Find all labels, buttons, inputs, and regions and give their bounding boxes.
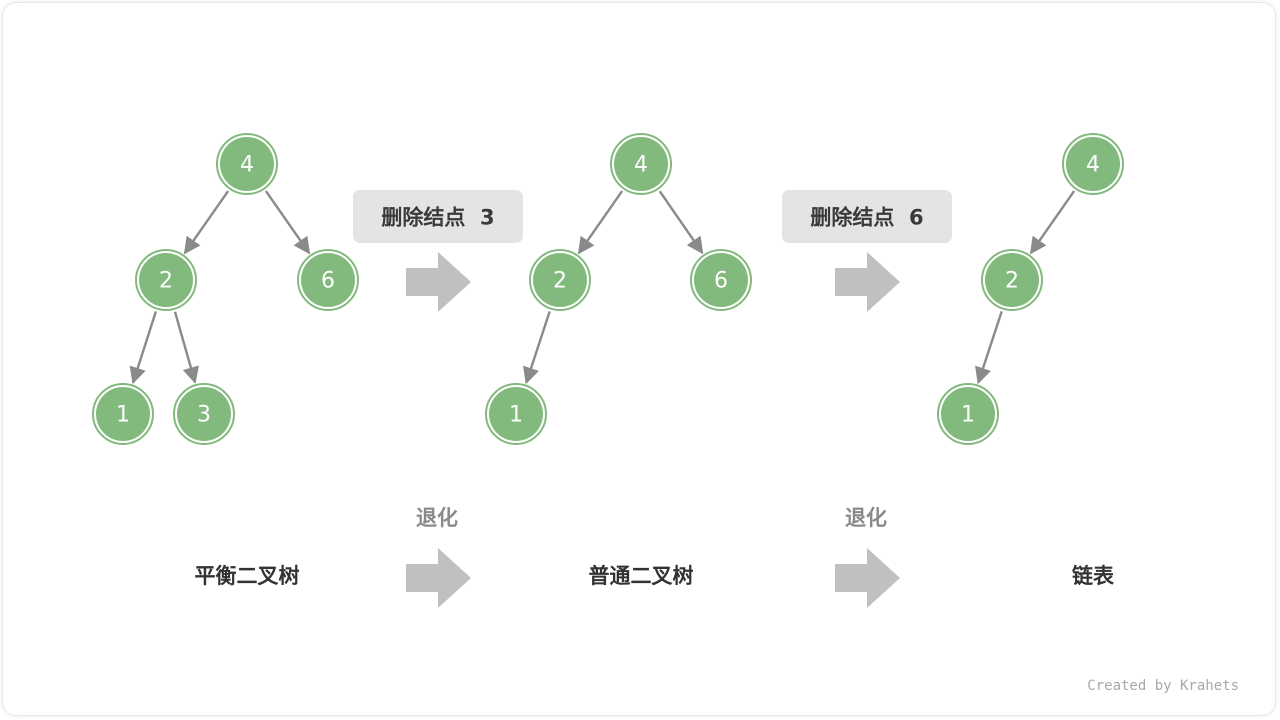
operation-label: 删除结点 6 — [782, 190, 952, 243]
tree-node: 2 — [135, 249, 197, 311]
operation-label: 删除结点 3 — [353, 190, 523, 243]
node-value: 1 — [116, 403, 130, 428]
tree-node: 4 — [216, 133, 278, 195]
transition-arrow-icon — [406, 548, 471, 608]
tree-edge — [658, 190, 704, 255]
tree-node: 2 — [981, 249, 1043, 311]
stage-label: 普通二叉树 — [589, 564, 694, 588]
tree-node: 2 — [529, 249, 591, 311]
node-value: 4 — [240, 153, 254, 178]
node-value: 1 — [509, 403, 523, 428]
tree-edge — [523, 310, 551, 385]
relation-label: 退化 — [845, 506, 887, 530]
tree-node: 4 — [1062, 133, 1124, 195]
node-value: 3 — [197, 403, 211, 428]
operation-text: 删除结点 6 — [810, 206, 923, 230]
tree-node: 1 — [485, 383, 547, 445]
node-value: 2 — [159, 269, 173, 294]
stage-label: 平衡二叉树 — [195, 564, 300, 588]
node-value: 2 — [1005, 269, 1019, 294]
tree-node: 1 — [937, 383, 999, 445]
operation-text: 删除结点 3 — [381, 206, 494, 230]
node-value: 2 — [553, 269, 567, 294]
node-value: 4 — [1086, 153, 1100, 178]
stage-label: 链表 — [1072, 564, 1115, 588]
node-value: 6 — [714, 269, 728, 294]
tree-edge — [975, 310, 1003, 385]
tree-edge — [1029, 190, 1076, 255]
tree-edge — [577, 190, 624, 255]
tree-node: 6 — [690, 249, 752, 311]
tree-node: 6 — [297, 249, 359, 311]
tree-node: 4 — [610, 133, 672, 195]
relation-label: 退化 — [416, 506, 458, 530]
credit-text: Created by Krahets — [1087, 678, 1239, 694]
node-value: 1 — [961, 403, 975, 428]
transition-arrow-icon — [406, 252, 471, 312]
node-value: 4 — [634, 153, 648, 178]
tree-node: 1 — [92, 383, 154, 445]
tree-edge — [264, 190, 311, 255]
tree-edge — [183, 190, 230, 255]
transition-arrow-icon — [835, 252, 900, 312]
tree-edge — [129, 311, 158, 385]
tree-edge — [173, 311, 199, 384]
transition-arrow-icon — [835, 548, 900, 608]
tree-node: 3 — [173, 383, 235, 445]
node-value: 6 — [321, 269, 335, 294]
